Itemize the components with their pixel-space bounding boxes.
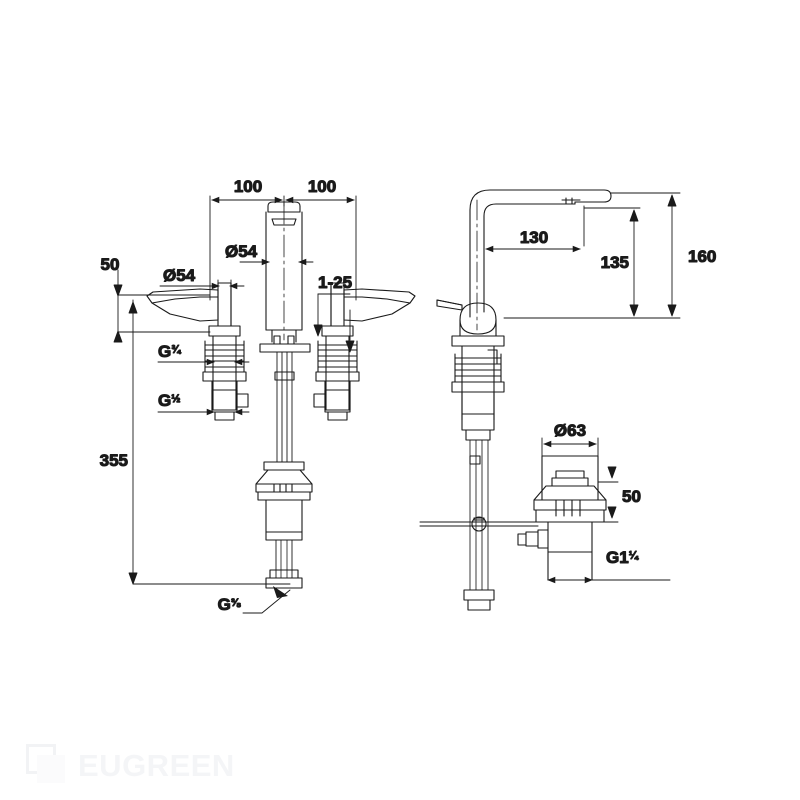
dimension-label-1-25: 1-25 — [318, 273, 352, 292]
dimension-label-dia54-handle: Ø54 — [163, 266, 196, 285]
dimension-label-135: 135 — [601, 253, 629, 272]
dimension-dia63 — [541, 437, 599, 457]
thread-label-g114: G1¼ — [606, 548, 639, 567]
dimension-dia54-spout — [239, 253, 314, 269]
dimension-130 — [483, 205, 585, 253]
side-view-body — [436, 299, 505, 611]
popup-waste-assembly — [517, 455, 607, 581]
dimension-135 — [503, 207, 641, 319]
dimension-100-100 — [209, 195, 357, 301]
dimension-label-dia63: Ø63 — [554, 421, 586, 440]
dimension-label-dia54-spout: Ø54 — [225, 242, 258, 261]
dimension-label-100-left: 100 — [234, 177, 262, 196]
side-view-spout — [469, 189, 612, 331]
thread-label-g34: G¾ — [158, 342, 181, 361]
thread-label-g12: G½ — [158, 391, 180, 410]
center-spout-assembly — [259, 201, 311, 463]
dimension-label-50-waste: 50 — [622, 487, 641, 506]
left-handle-assembly — [146, 282, 249, 421]
dimension-label-50-deck: 50 — [101, 255, 120, 274]
dimension-dia54-handle — [159, 279, 245, 293]
popup-waste-body-left-view — [255, 461, 313, 589]
dimension-160 — [610, 192, 681, 319]
lift-rod-linkage — [419, 516, 539, 532]
dimension-50-waste — [597, 466, 619, 523]
dimension-label-160: 160 — [688, 247, 716, 266]
thread-label-g38: G⅜ — [218, 595, 241, 614]
dimension-50-deck — [113, 269, 211, 343]
dimension-label-355: 355 — [100, 451, 128, 470]
dimension-355 — [128, 299, 291, 585]
dimension-label-130: 130 — [520, 228, 548, 247]
leader-g38 — [242, 586, 291, 614]
right-handle-assembly — [313, 282, 416, 421]
dimension-label-100-right: 100 — [308, 177, 336, 196]
dimension-1-25 — [313, 293, 355, 353]
